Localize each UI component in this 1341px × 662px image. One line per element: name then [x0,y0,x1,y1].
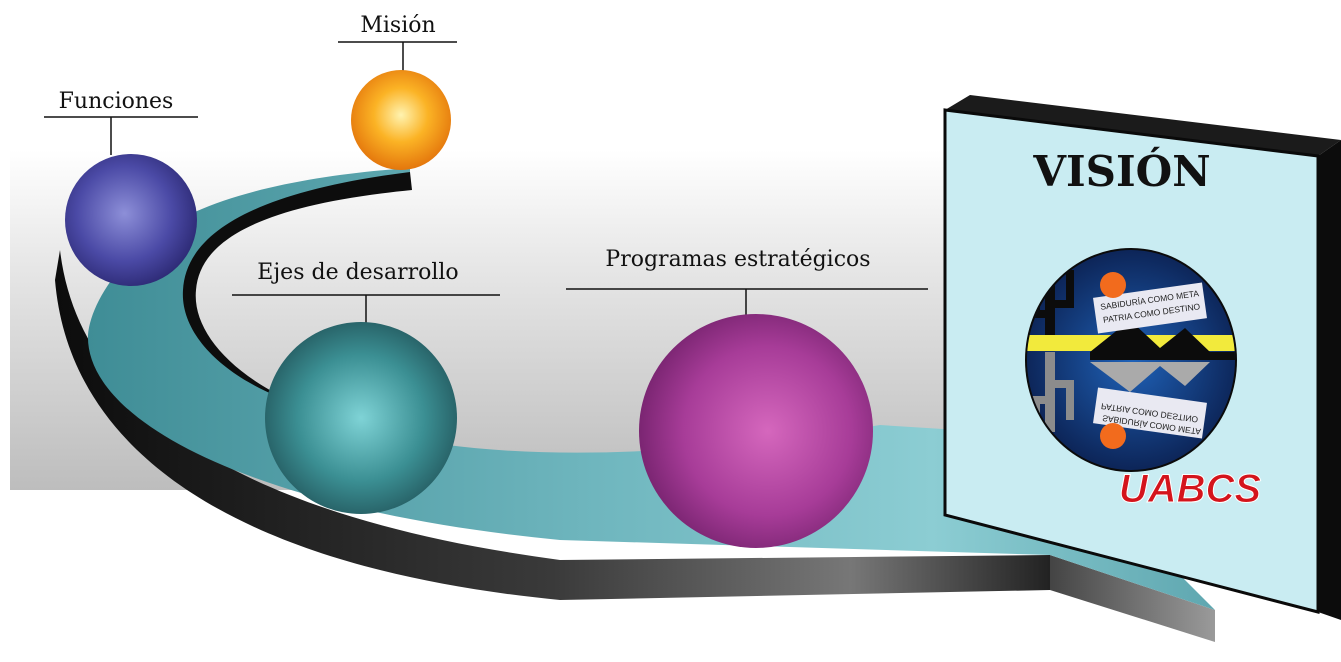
logo-mountains-reflection [1090,362,1235,392]
road-side [55,250,1050,600]
logo-bottom-plaque [1093,387,1207,439]
uabcs-wordmark: UABCS [1119,467,1262,511]
programas-sphere [639,314,873,548]
programas-group: Programas estratégicos [566,247,928,548]
road-inner-edge [182,172,412,405]
logo-sun-top [1100,272,1126,298]
mision-group: Misión [338,13,457,170]
cactus-reflection-icon [1032,352,1074,432]
ejes-group: Ejes de desarrollo [232,260,500,514]
funciones-label: Funciones [59,89,174,114]
mision-label: Misión [360,13,435,38]
ejes-sphere [265,322,457,514]
logo-sun-bottom [1100,423,1126,449]
funciones-sphere [65,154,197,286]
uabcs-logo: SABIDURÍA COMO META PATRIA COMO DESTINO … [1025,248,1237,472]
logo-mountains [1090,320,1235,360]
arrow-side [1050,555,1215,642]
cactus-icon [1032,255,1074,335]
funciones-group: Funciones [44,89,198,286]
board-side-edge [1318,140,1341,620]
logo-top-plaque [1093,282,1207,334]
programas-label: Programas estratégicos [605,247,870,272]
mision-sphere [351,70,451,170]
ejes-label: Ejes de desarrollo [257,260,458,285]
board-top-edge [945,95,1341,156]
vision-board: VISIÓN SABIDURÍA COMO META PATRIA COMO D… [943,95,1341,620]
vision-title: VISIÓN [1032,146,1210,196]
